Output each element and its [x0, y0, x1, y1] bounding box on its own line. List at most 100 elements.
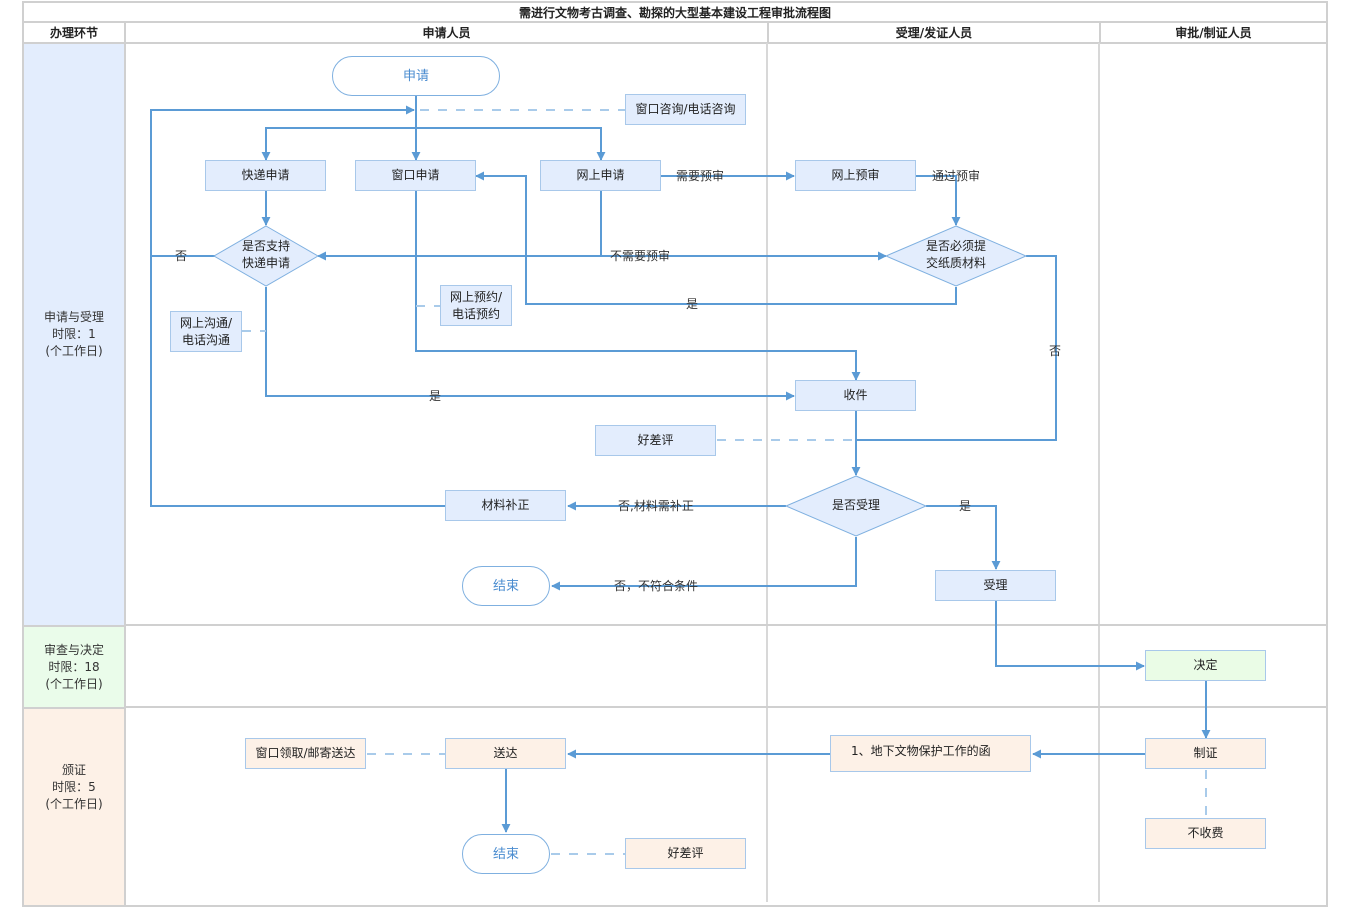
- accept-node[interactable]: 受理: [935, 570, 1056, 601]
- receive-node[interactable]: 收件: [795, 380, 916, 411]
- diamond-paper-required: [884, 225, 1028, 287]
- paper-required-line2: 交纸质材料: [925, 256, 986, 270]
- consult-node[interactable]: 窗口咨询/电话咨询: [625, 94, 746, 125]
- diamond-express-supported: [212, 225, 320, 287]
- accept-decision-label: 是否受理: [831, 498, 880, 512]
- express-apply-node[interactable]: 快递申请: [205, 160, 326, 191]
- consult-label: 窗口咨询/电话咨询: [635, 102, 736, 116]
- reservation-line2: 电话预约: [451, 306, 500, 321]
- stage-limit: 时限：18: [48, 659, 100, 674]
- document-label: 1、地下文物保护工作的函: [851, 744, 991, 758]
- edge-label-yes-accept: 是: [959, 499, 972, 513]
- lane-divider: [1098, 43, 1100, 902]
- reservation-node[interactable]: 网上预约/ 电话预约: [440, 285, 512, 326]
- online-apply-label: 网上申请: [576, 168, 625, 182]
- decide-node[interactable]: 决定: [1145, 650, 1266, 681]
- lane-divider: [766, 43, 768, 902]
- edge-yes-accept: [926, 505, 1001, 570]
- express-supported-line2: 快递申请: [241, 256, 290, 270]
- pickup-node[interactable]: 窗口领取/邮寄送达: [245, 738, 366, 769]
- edge-label-no-precheck: 不需要预审: [610, 249, 671, 263]
- edge-label-no-supplement: 否,材料需补正: [618, 499, 694, 513]
- window-apply-label: 窗口申请: [391, 168, 440, 182]
- supplement-label: 材料补正: [481, 498, 530, 512]
- paper-required-line1: 是否必须提: [925, 239, 986, 253]
- table-border-bottom: [22, 905, 1328, 907]
- row-divider: [124, 624, 1328, 626]
- edge-pass-precheck: [916, 175, 961, 226]
- stage-name: 颁证: [61, 762, 86, 777]
- edge-label-no-express: 否: [175, 249, 188, 263]
- edge-yes-express: [265, 287, 795, 401]
- express-supported-line1: 是否支持: [241, 239, 290, 253]
- paper-required-text[interactable]: 是否必须提 交纸质材料: [906, 238, 1006, 272]
- end-node-2[interactable]: 结束: [462, 834, 550, 874]
- edge-yes-paper: [475, 171, 957, 305]
- receive-label: 收件: [843, 388, 868, 402]
- edge-no-paper: [856, 255, 1057, 441]
- deliver-label: 送达: [493, 746, 518, 760]
- edge-label-no-paper: 否: [1049, 344, 1062, 358]
- express-apply-label: 快递申请: [241, 168, 290, 182]
- stage-review-decide: 审查与决定 时限：18 (个工作日): [22, 625, 126, 709]
- online-apply-node[interactable]: 网上申请: [540, 160, 661, 191]
- no-fee-label: 不收费: [1187, 826, 1224, 840]
- no-fee-node[interactable]: 不收费: [1145, 818, 1266, 849]
- window-apply-node[interactable]: 窗口申请: [355, 160, 476, 191]
- stage-unit: (个工作日): [45, 676, 103, 691]
- stage-apply-accept: 申请与受理 时限：1 (个工作日): [22, 42, 126, 627]
- edge-loop-back: [150, 105, 445, 507]
- edge-window-receive: [415, 191, 861, 381]
- rating-label-1: 好差评: [637, 433, 674, 447]
- supplement-node[interactable]: 材料补正: [445, 490, 566, 521]
- edge-split-express: [261, 127, 416, 161]
- decide-label: 决定: [1193, 658, 1218, 672]
- online-comm-line1: 网上沟通/: [179, 315, 233, 330]
- header-stage-text: 办理环节: [49, 26, 98, 40]
- stage-name: 审查与决定: [43, 642, 104, 657]
- header-applicant-text: 申请人员: [422, 26, 471, 40]
- header-approver-text: 审批/制证人员: [1175, 26, 1252, 40]
- rating-node-2[interactable]: 好差评: [625, 838, 746, 869]
- edge-accept-decide: [995, 601, 1145, 671]
- edge-label-need-precheck: 需要预审: [676, 169, 725, 183]
- end-label-1: 结束: [492, 578, 519, 594]
- accept-label: 受理: [983, 578, 1008, 592]
- row-divider: [124, 706, 1328, 708]
- certify-label: 制证: [1193, 746, 1218, 760]
- edge-split-online: [416, 127, 606, 161]
- stage-issue: 颁证 时限：5 (个工作日): [22, 707, 126, 907]
- document-node[interactable]: 1、地下文物保护工作的函: [830, 735, 1031, 772]
- table-border-right: [1326, 1, 1328, 907]
- rating-label-2: 好差评: [667, 846, 704, 860]
- accept-decision-text[interactable]: 是否受理: [806, 497, 906, 514]
- edge-label-yes-paper: 是: [686, 297, 699, 311]
- header-acceptor-text: 受理/发证人员: [895, 26, 973, 40]
- chart-title-text: 需进行文物考古调查、勘探的大型基本建设工程审批流程图: [518, 5, 831, 20]
- edge-label-pass-precheck: 通过预审: [932, 169, 981, 183]
- pickup-label: 窗口领取/邮寄送达: [255, 746, 356, 760]
- edge-no-precheck: [600, 191, 887, 261]
- rating-node-1[interactable]: 好差评: [595, 425, 716, 456]
- start-node[interactable]: 申请: [332, 56, 500, 96]
- online-precheck-label: 网上预审: [831, 168, 880, 182]
- express-supported-text[interactable]: 是否支持 快递申请: [226, 238, 306, 272]
- online-precheck-node[interactable]: 网上预审: [795, 160, 916, 191]
- stage-limit: 时限：5: [52, 779, 96, 794]
- online-comm-line2: 电话沟通: [181, 332, 230, 347]
- end-node-1[interactable]: 结束: [462, 566, 550, 606]
- stage-limit: 时限：1: [52, 327, 96, 341]
- deliver-node[interactable]: 送达: [445, 738, 566, 769]
- start-label: 申请: [402, 68, 429, 84]
- stage-unit: (个工作日): [45, 796, 103, 811]
- reservation-line1: 网上预约/: [449, 289, 503, 304]
- edge-no-reject: [551, 537, 857, 591]
- online-comm-node[interactable]: 网上沟通/ 电话沟通: [170, 311, 242, 352]
- end-label-2: 结束: [492, 846, 519, 862]
- stage-unit: (个工作日): [45, 344, 103, 358]
- edge-label-yes-express: 是: [429, 389, 442, 403]
- certify-node[interactable]: 制证: [1145, 738, 1266, 769]
- diamond-accept-decision: [784, 475, 928, 537]
- edge-label-no-reject: 否，不符合条件: [614, 579, 699, 593]
